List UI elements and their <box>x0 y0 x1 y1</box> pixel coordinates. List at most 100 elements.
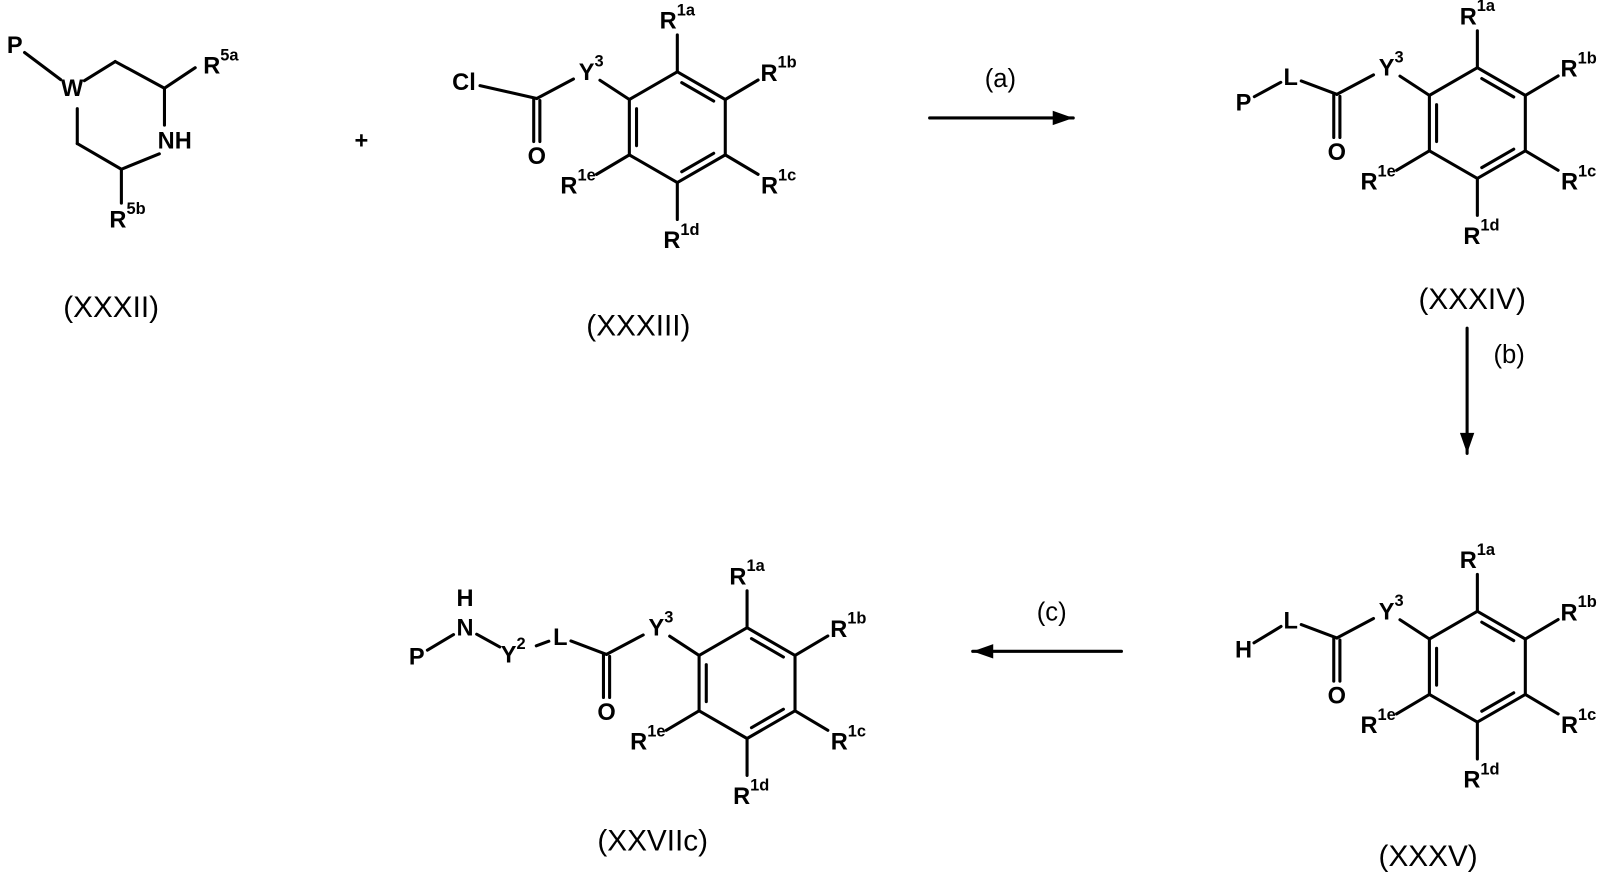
bond <box>1337 75 1374 94</box>
ring-bond <box>1429 611 1477 639</box>
bond <box>427 635 453 651</box>
bond <box>600 80 629 99</box>
substituent-r1a: R1a <box>1460 0 1496 29</box>
ring-bond <box>629 72 677 100</box>
substituent-r5a-superscript: 5a <box>220 46 239 64</box>
substituent-r1b: R1b <box>761 54 797 86</box>
substituent-r1e-base: R <box>560 173 577 199</box>
bond <box>537 79 574 98</box>
bond <box>571 641 607 654</box>
bond <box>1301 81 1337 94</box>
atom-linker-l: L <box>1283 64 1297 90</box>
atom-oxygen: O <box>1328 682 1346 708</box>
substituent-r1c: R1c <box>1561 706 1596 738</box>
atom-y3-base: Y <box>579 59 595 85</box>
substituent-bond <box>725 155 758 174</box>
substituent-r1a: R1a <box>729 557 765 589</box>
ring-double-bond <box>682 83 714 101</box>
atom-linker-l: L <box>1283 608 1297 634</box>
substituent-r1c-base: R <box>761 173 778 199</box>
compound-label-xxxiv: (XXXIV) <box>1419 283 1526 316</box>
atom-oxygen: O <box>528 143 546 169</box>
substituent-r1d-superscript: 1d <box>680 221 699 239</box>
substituent-r1e-base: R <box>1360 169 1377 195</box>
compound-label-xxxv: (XXXV) <box>1379 840 1478 873</box>
bond <box>670 636 699 655</box>
substituent-r1e-base: R <box>630 729 647 755</box>
substituent-r5b-superscript: 5b <box>126 200 145 218</box>
step-label-b: (b) <box>1493 341 1524 369</box>
compound-label-xxxiii: (XXXIII) <box>586 310 690 343</box>
bond <box>1337 619 1374 638</box>
substituent-bond <box>666 711 699 730</box>
substituent-r1c-superscript: 1c <box>848 722 866 740</box>
ring-double-bond <box>751 639 783 657</box>
substituent-r1c-superscript: 1c <box>1578 706 1596 724</box>
bond <box>536 641 549 646</box>
atom-y2-base: Y <box>501 641 517 667</box>
atom-h: H <box>456 585 473 611</box>
atom-y3-base: Y <box>1379 55 1395 81</box>
substituent-r1e: R1e <box>1360 706 1395 738</box>
substituent-r1a-base: R <box>729 563 746 589</box>
bond <box>84 62 115 81</box>
ring-double-bond <box>751 709 783 727</box>
substituent-r1e-base: R <box>1360 712 1377 738</box>
atom-y3-base: Y <box>648 615 664 641</box>
substituent-r1b-superscript: 1b <box>1578 593 1597 611</box>
substituent-r1b-superscript: 1b <box>847 609 866 627</box>
substituent-bond <box>725 80 758 99</box>
ring-double-bond <box>1482 149 1514 167</box>
substituent-bond <box>597 155 630 174</box>
substituent-r1a-base: R <box>1460 3 1477 29</box>
atom-nh: NH <box>158 128 192 154</box>
atom-y3-superscript: 3 <box>1395 48 1404 66</box>
substituent-r1b-base: R <box>1561 56 1578 82</box>
substituent-r1b: R1b <box>1561 49 1597 81</box>
substituent-r1a-base: R <box>1460 547 1477 573</box>
substituent-r1b-base: R <box>830 616 847 642</box>
ring-double-bond <box>1482 622 1514 640</box>
substituent-r1d-base: R <box>733 783 750 809</box>
substituent-r1e: R1e <box>630 722 665 754</box>
substituent-r1c: R1c <box>761 166 796 198</box>
arrowhead-icon <box>973 644 994 658</box>
ring-double-bond <box>1482 693 1514 711</box>
substituent-r1d-superscript: 1d <box>750 777 769 795</box>
bond <box>480 86 537 99</box>
bond <box>1254 626 1281 642</box>
bond <box>25 53 61 80</box>
substituent-r1e: R1e <box>560 166 595 198</box>
substituent-r1d: R1d <box>1463 760 1499 792</box>
bond <box>477 634 500 647</box>
substituent-bond <box>795 636 828 655</box>
bond <box>1301 625 1337 638</box>
atom-p: P <box>409 643 425 669</box>
substituent-r1e-superscript: 1e <box>1377 162 1395 180</box>
substituent-r1a: R1a <box>660 1 696 33</box>
substituent-r1d: R1d <box>1463 217 1499 249</box>
ring-double-bond <box>682 153 714 171</box>
substituent-r1c: R1c <box>831 722 866 754</box>
substituent-bond <box>1525 151 1558 170</box>
substituent-r1c: R1c <box>1561 162 1596 194</box>
substituent-r1e-superscript: 1e <box>647 722 665 740</box>
atom-oxygen: O <box>1328 139 1346 165</box>
substituent-bond <box>1397 151 1430 170</box>
substituent-r5b-base: R <box>109 207 126 233</box>
substituent-r1d-base: R <box>1463 767 1480 793</box>
ring-bond <box>629 155 677 183</box>
substituent-r1b: R1b <box>1561 593 1597 625</box>
substituent-r1a-base: R <box>660 8 677 34</box>
substituent-r1a-superscript: 1a <box>1477 541 1496 559</box>
substituent-r1d-base: R <box>663 227 680 253</box>
atom-h: H <box>1235 636 1252 662</box>
atom-y2-superscript: 2 <box>517 635 526 653</box>
atom-n: N <box>456 615 473 641</box>
substituent-bond <box>1525 620 1558 639</box>
atom-p: P <box>1236 90 1252 116</box>
step-label-a: (a) <box>985 65 1016 93</box>
substituent-r1a-superscript: 1a <box>746 557 765 575</box>
substituent-r1e-superscript: 1e <box>577 166 595 184</box>
compound-label-xxviic: (XXVIIc) <box>597 825 708 858</box>
